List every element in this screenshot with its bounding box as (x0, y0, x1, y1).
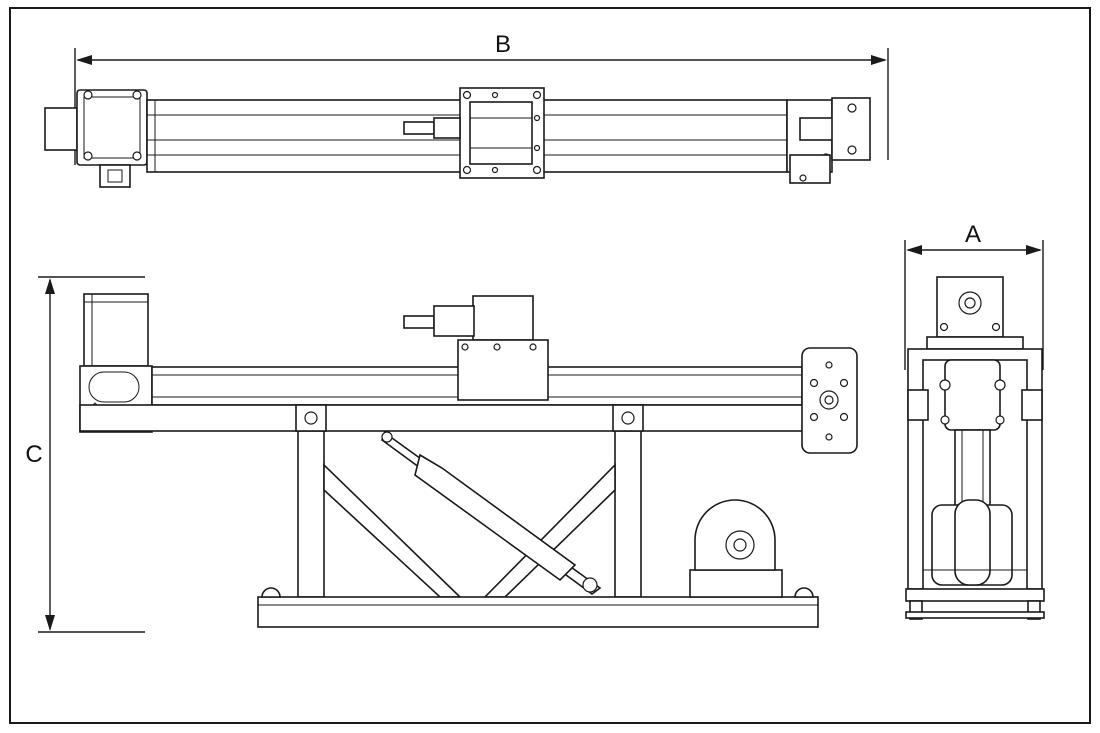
drawing-frame (9, 7, 1091, 724)
dimension-label-a: A (965, 221, 981, 248)
side-view: A (904, 221, 1045, 620)
dimension-a: A (904, 221, 1044, 370)
top-view: B (44, 31, 889, 188)
dimension-label-b: B (495, 31, 511, 58)
dimension-c: C (25, 276, 145, 633)
front-view: C (25, 276, 858, 633)
dimension-label-c: C (25, 441, 42, 468)
